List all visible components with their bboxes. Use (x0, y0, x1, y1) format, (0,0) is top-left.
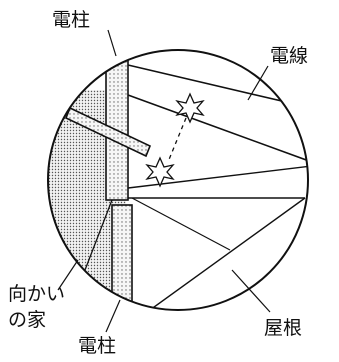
label-house-line1: 向かい (8, 283, 65, 305)
label-wire: 電線 (270, 45, 308, 67)
sparkle-icon (145, 156, 175, 188)
spark-path (167, 117, 187, 163)
house-edge-left (84, 199, 113, 271)
lens-contents (48, 50, 308, 310)
lens-outline (47, 49, 309, 311)
leader-pole-bottom (105, 299, 121, 333)
leader-house (57, 259, 79, 291)
roof-edge-diagonal (149, 197, 306, 310)
leader-roof (231, 269, 271, 313)
pole-upper (105, 50, 129, 201)
leader-pole-top (107, 29, 117, 57)
sparkle-icon (175, 92, 205, 124)
label-pole-bottom: 電柱 (78, 335, 116, 357)
pole-lower (111, 204, 133, 310)
label-house-line2: の家 (8, 309, 46, 331)
label-roof: 屋根 (264, 317, 302, 339)
pole-crossarm (64, 106, 152, 158)
wire-middle (127, 94, 308, 166)
label-pole-top: 電柱 (52, 9, 90, 31)
wire-upper (127, 64, 308, 111)
leader-wire (247, 65, 269, 101)
roof-edge-mid (131, 197, 231, 251)
